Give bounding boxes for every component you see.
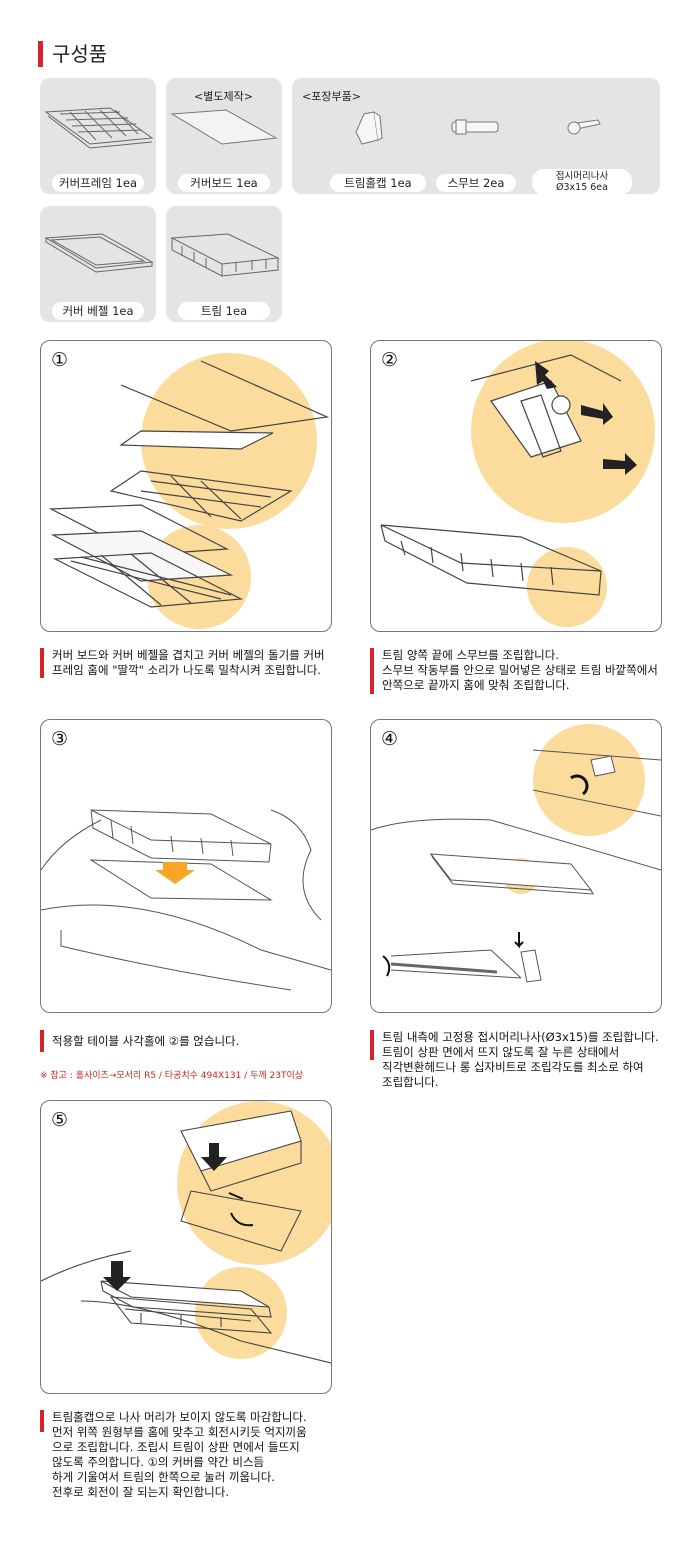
- group-title-separate: <별도제작>: [194, 90, 253, 103]
- step-4-line-2: 트림이 상판 면에서 뜨지 않도록 잘 누른 상태에서: [382, 1045, 620, 1059]
- step-1-number: ①: [51, 349, 69, 371]
- cover-frame-illustration: [44, 107, 154, 149]
- part-card-trim: 트림 1ea: [166, 206, 282, 322]
- step-2-line-3: 안쪽으로 끝까지 홈에 맞춰 조립합니다.: [382, 678, 570, 692]
- step-3-note: ※ 참고 : 홀사이즈→모서리 R5 / 타공치수 494X131 / 두께 2…: [40, 1071, 303, 1081]
- step-5-illustration: ⑤: [40, 1100, 332, 1394]
- packaged-label-trim-hole-cap: 트림홀캡 1ea: [330, 174, 426, 192]
- step-1-line-1: 커버 보드와 커버 베젤을 겹치고 커버 베젤의 돌기를 커버: [52, 648, 325, 662]
- step-5-number: ⑤: [51, 1109, 69, 1131]
- step-4-illustration: ④: [370, 719, 662, 1013]
- step-2-caption: 트림 양쪽 끝에 스무브를 조립합니다. 스무브 작동부를 안으로 밀어넣은 상…: [382, 648, 658, 693]
- packaged-parts-illustration: [355, 111, 601, 145]
- step-4-caption-marker: [370, 1030, 374, 1060]
- section-title-marker: [38, 41, 43, 67]
- step-3-line-1: 적용할 테이블 사각홀에 ②를 얹습니다.: [52, 1034, 240, 1048]
- step-2-caption-marker: [370, 648, 374, 694]
- packaged-label-smoove: 스무브 2ea: [436, 174, 516, 192]
- step-5-line-4: 않도록 주의합니다. ①의 커버를 약간 비스듬: [52, 1455, 265, 1469]
- screw-label-line-1: 접시머리나사: [555, 171, 609, 182]
- step-1-illustration: ①: [40, 340, 332, 632]
- cover-bezel-illustration: [44, 233, 154, 273]
- step-4-number: ④: [381, 728, 399, 750]
- trim-illustration: [170, 233, 280, 277]
- step-4-caption: 트림 내측에 고정용 접시머리나사(Ø3x15)를 조립합니다. 트림이 상판 …: [382, 1030, 659, 1090]
- step-5-caption: 트림홀캡으로 나사 머리가 보이지 않도록 마감합니다. 먼저 위쪽 원형부를 …: [52, 1410, 307, 1500]
- step-5-line-5: 하게 기울여서 트림의 한쪽으로 눌러 끼웁니다.: [52, 1470, 275, 1484]
- part-card-cover-bezel: 커버 베젤 1ea: [40, 206, 156, 322]
- part-label-cover-board: 커버보드 1ea: [178, 174, 270, 192]
- step-5-line-1: 트림홀캡으로 나사 머리가 보이지 않도록 마감합니다.: [52, 1410, 307, 1424]
- step-2-line-2: 스무브 작동부를 안으로 밀어넣은 상태로 트림 바깥쪽에서: [382, 663, 658, 677]
- step-3-number: ③: [51, 728, 69, 750]
- part-label-cover-frame: 커버프레임 1ea: [52, 174, 144, 192]
- step-5-caption-marker: [40, 1410, 44, 1432]
- group-title-packaged: <포장부품>: [302, 90, 361, 103]
- part-card-cover-board: <별도제작> 커버보드 1ea: [166, 78, 282, 194]
- step-1-caption-marker: [40, 648, 44, 678]
- step-2-number: ②: [381, 349, 399, 371]
- step-3-illustration: ③: [40, 719, 332, 1013]
- cover-board-illustration: [170, 109, 278, 145]
- packaged-parts-card: <포장부품> 트림홀캡 1ea 스무브 2ea 접시머리나사 Ø3x15 6ea: [292, 78, 660, 195]
- step-4-line-4: 조립합니다.: [382, 1075, 439, 1089]
- section-title: 구성품: [52, 42, 108, 66]
- part-label-trim: 트림 1ea: [178, 302, 270, 320]
- step-5-line-3: 으로 조립합니다. 조립시 트림이 상판 면에서 들뜨지: [52, 1440, 300, 1454]
- step-5-line-6: 전후로 회전이 잘 되는지 확인합니다.: [52, 1485, 229, 1499]
- step-1-line-2: 프레임 홈에 "딸깍" 소리가 나도록 밀착시켜 조립합니다.: [52, 663, 321, 677]
- screw-label-line-2: Ø3x15 6ea: [556, 182, 608, 193]
- part-card-cover-frame: 커버프레임 1ea: [40, 78, 156, 194]
- step-2-illustration: ②: [370, 340, 662, 632]
- packaged-label-flat-head-screw: 접시머리나사 Ø3x15 6ea: [532, 169, 632, 195]
- step-4-line-1: 트림 내측에 고정용 접시머리나사(Ø3x15)를 조립합니다.: [382, 1030, 659, 1044]
- step-3-caption: 적용할 테이블 사각홀에 ②를 얹습니다.: [52, 1034, 239, 1049]
- step-3-caption-marker: [40, 1030, 44, 1052]
- step-1-caption: 커버 보드와 커버 베젤을 겹치고 커버 베젤의 돌기를 커버 프레임 홈에 "…: [52, 648, 325, 678]
- part-label-cover-bezel: 커버 베젤 1ea: [52, 302, 144, 320]
- step-5-line-2: 먼저 위쪽 원형부를 홈에 맞추고 회전시키듯 억지끼움: [52, 1425, 307, 1439]
- step-4-line-3: 직각변환헤드나 롱 십자비트로 조립각도를 최소로 하여: [382, 1060, 644, 1074]
- step-2-line-1: 트림 양쪽 끝에 스무브를 조립합니다.: [382, 648, 559, 662]
